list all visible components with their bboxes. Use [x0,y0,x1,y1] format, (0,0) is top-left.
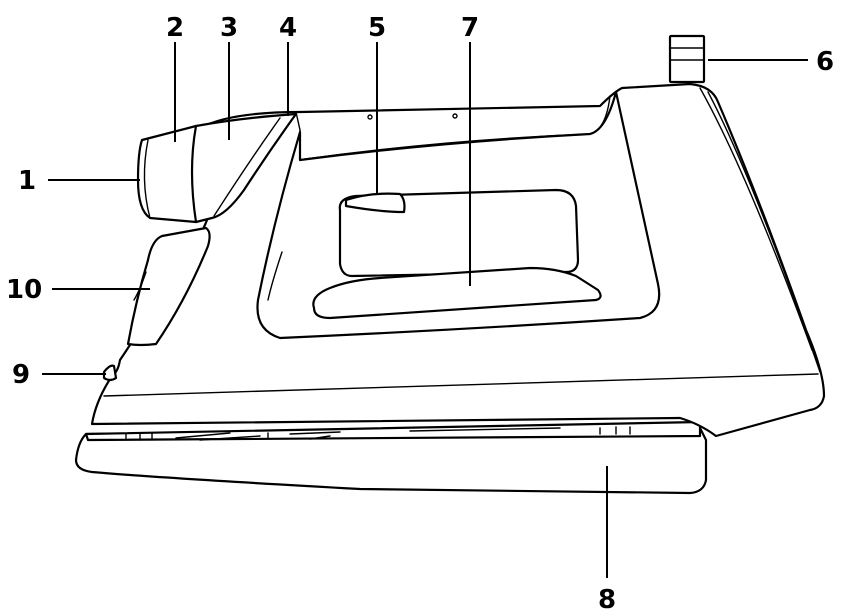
callout-5: 5 [368,13,386,43]
callout-3: 3 [220,13,238,43]
callout-6: 6 [816,47,834,77]
leader-lines [42,42,808,578]
rear-cord-guard [668,34,706,84]
fill-cover [344,192,406,214]
steam-vents [125,426,631,441]
callout-4: 4 [279,13,297,43]
soleplate [74,420,708,495]
callout-9: 9 [12,360,30,390]
callout-8: 8 [598,585,616,615]
callout-labels: 1 2 3 4 5 6 7 8 9 10 [6,13,834,615]
callout-10: 10 [6,275,42,305]
callout-7: 7 [461,13,479,43]
spray-nozzle [102,364,118,382]
callout-2: 2 [166,13,184,43]
callout-1: 1 [18,166,36,196]
steam-burst-area [190,112,298,224]
